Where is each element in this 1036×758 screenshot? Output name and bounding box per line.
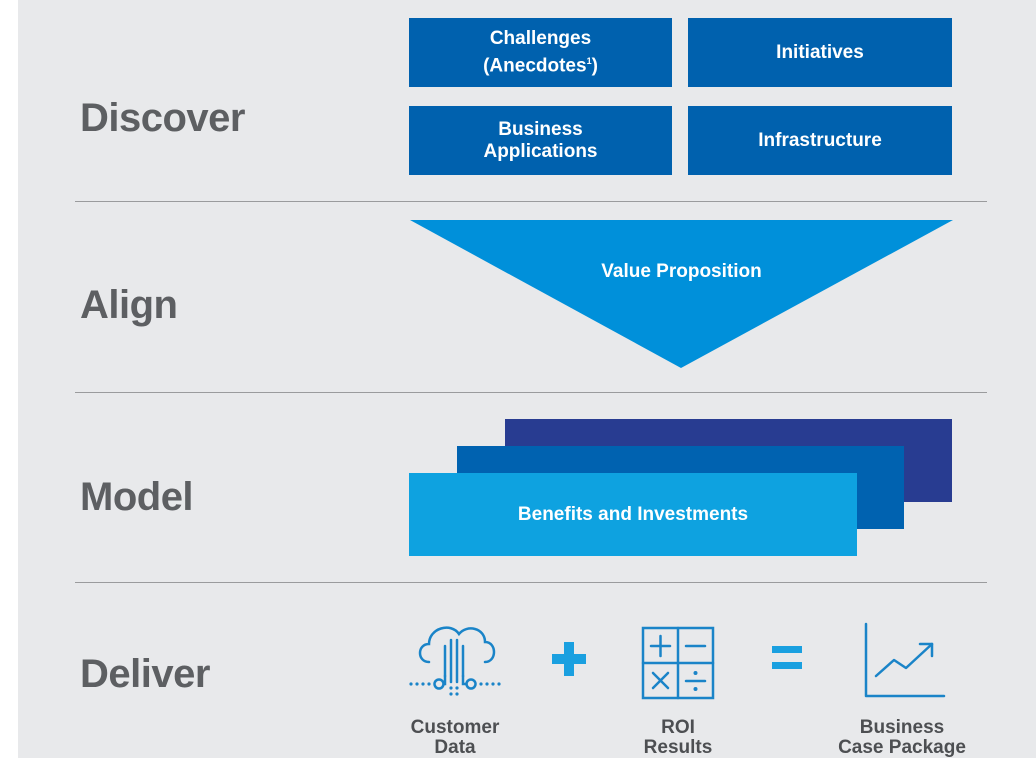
roi-results-caption: ROI Results	[620, 718, 736, 758]
divider-model-deliver	[75, 582, 987, 583]
business-case-package-caption: Business Case Package	[822, 718, 982, 758]
package-line2: Case Package	[838, 737, 966, 758]
package-line1: Business	[859, 717, 945, 738]
challenges-box: Challenges (Anecdotes1)	[409, 18, 672, 87]
value-proposition-label: Value Proposition	[601, 261, 762, 282]
growth-chart-icon	[864, 622, 946, 698]
challenges-line2: (Anecdotes1)	[483, 55, 598, 77]
stack-layer-front	[409, 473, 857, 556]
divider-discover-align	[75, 201, 987, 202]
customer-line1: Customer	[410, 717, 500, 738]
initiatives-box: Initiatives	[688, 18, 952, 87]
roi-line2: Results	[643, 737, 713, 758]
roi-line1: ROI	[661, 717, 695, 738]
stage-deliver: Deliver	[80, 652, 210, 696]
customer-line2: Data	[434, 737, 476, 758]
business-line1: Business	[498, 118, 583, 140]
infrastructure-label: Infrastructure	[758, 129, 882, 151]
customer-data-caption: Customer Data	[388, 718, 522, 758]
initiatives-label: Initiatives	[776, 41, 864, 63]
calculator-icon	[641, 626, 715, 700]
challenges-line1: Challenges	[489, 27, 592, 49]
cloud-data-icon	[409, 626, 501, 696]
infrastructure-box: Infrastructure	[688, 106, 952, 175]
stage-discover: Discover	[80, 96, 245, 140]
stage-align: Align	[80, 283, 178, 327]
equals-icon	[772, 646, 802, 669]
divider-align-model	[75, 392, 987, 393]
benefits-investments-label: Benefits and Investments	[517, 503, 749, 525]
plus-icon	[552, 642, 586, 676]
stage-model: Model	[80, 475, 194, 519]
business-line2: Applications	[483, 140, 598, 162]
business-applications-box: Business Applications	[409, 106, 672, 175]
